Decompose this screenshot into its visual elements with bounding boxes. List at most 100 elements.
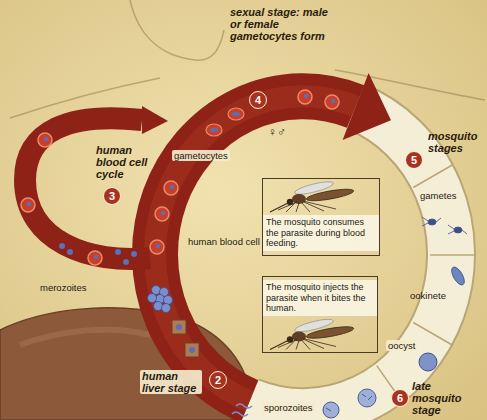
burst-oocyst <box>326 394 372 411</box>
stage-label: ookinete <box>410 290 446 301</box>
blood-cell <box>298 90 312 104</box>
stage-heading: late mosquito stage <box>412 380 478 416</box>
human-sketch <box>130 0 224 60</box>
stage-label: gametes <box>420 190 456 201</box>
stage-label: gametocytes <box>172 150 230 161</box>
blood-cycle-loop <box>25 118 150 259</box>
liver-merozoite-cluster <box>148 294 157 303</box>
stage-heading: sexual stage: male or female gametocytes… <box>230 6 334 42</box>
oocyst-shape <box>419 353 437 371</box>
callout-number: 5 <box>411 155 417 166</box>
stage-label: merozoites <box>40 282 86 293</box>
note-text: The mosquito consumes the parasite durin… <box>263 215 379 251</box>
callout-circle: 6 <box>391 389 409 407</box>
merozoite <box>59 243 137 265</box>
sex-symbol: ♀♂ <box>268 126 286 139</box>
stage-label: human blood cell <box>188 236 240 247</box>
blood-cell <box>155 207 169 221</box>
callout-circle: 3 <box>103 187 121 205</box>
note-box: The mosquito injects the parasite when i… <box>262 276 378 353</box>
stage-heading: human liver stage <box>140 370 202 394</box>
liver-parasite <box>176 324 195 353</box>
stage-heading: human blood cell cycle <box>96 144 158 180</box>
liver-merozoite-cluster <box>154 302 163 311</box>
gamete <box>454 227 462 233</box>
stage-label: oocyst <box>386 340 417 351</box>
merozoite <box>59 243 65 249</box>
band-divider <box>430 254 476 256</box>
stage-label: sporozoites <box>262 402 315 413</box>
stage-label: gametocytes <box>172 150 230 161</box>
merozoite <box>67 249 73 255</box>
gamete <box>422 217 467 234</box>
band-divider <box>377 366 404 404</box>
band-arrowhead <box>343 73 391 140</box>
callout-circle: 2 <box>209 371 227 389</box>
liver-merozoite-cluster <box>162 304 171 313</box>
blood-cell <box>164 181 178 195</box>
stage-label: gametes <box>420 190 456 201</box>
stage-heading: mosquito stages <box>428 130 484 154</box>
band-divider <box>377 165 476 404</box>
burst-oocyst <box>323 402 339 418</box>
stage-label: oocyst <box>386 340 417 351</box>
mosquito-illustration <box>270 317 354 350</box>
stage-heading: late mosquito stage <box>412 380 478 416</box>
stage-label: ookinete <box>410 290 446 301</box>
liver-cell <box>185 343 199 357</box>
sporozoite-squiggle <box>232 404 252 416</box>
sex-symbol: ♀♂ <box>268 126 286 139</box>
sporozoite-squiggle <box>236 404 252 408</box>
gamete <box>422 217 441 226</box>
gametocyte <box>206 108 244 136</box>
mosquito-illustration <box>270 179 354 212</box>
mosquito-illustration <box>270 317 354 350</box>
merozoite <box>115 249 121 255</box>
stage-label: merozoites <box>40 282 86 293</box>
liver-highlight <box>20 330 150 345</box>
callout-circle: 4 <box>249 91 267 109</box>
merozoite <box>131 251 137 257</box>
mosquito-band-rim <box>250 107 452 413</box>
blood-cell <box>88 251 102 265</box>
stage-label: human blood cell <box>188 236 240 247</box>
liver-parasite <box>176 324 182 330</box>
liver-cell <box>172 320 186 334</box>
blood-cell <box>325 95 339 109</box>
liver-cell <box>172 320 199 357</box>
gamete <box>448 225 467 234</box>
stage-heading: human blood cell cycle <box>96 144 158 180</box>
gametocyte <box>228 108 244 120</box>
liver-merozoite-cluster <box>152 286 161 295</box>
ookinete-shape <box>449 265 467 287</box>
callout-number: 4 <box>255 95 261 106</box>
gametocyte <box>206 124 222 136</box>
blood-cell <box>21 198 35 212</box>
callout-circle: 5 <box>405 151 423 169</box>
callout-number: 3 <box>109 191 115 202</box>
note-box: The mosquito consumes the parasite durin… <box>262 178 380 256</box>
sporozoite-squiggle <box>232 412 248 416</box>
liver-merozoite-cluster <box>164 296 173 305</box>
blood-cell <box>150 240 164 254</box>
burst-oocyst <box>323 389 376 418</box>
note-text: The mosquito injects the parasite when i… <box>263 280 377 316</box>
stage-heading: human liver stage <box>140 370 202 394</box>
stage-label: sporozoites <box>262 402 315 413</box>
loop-arrowhead <box>142 106 168 134</box>
burst-oocyst <box>358 389 376 407</box>
callout-number: 2 <box>215 375 221 386</box>
mosquito-illustration <box>270 179 354 212</box>
stage-heading: mosquito stages <box>428 130 484 154</box>
merozoite <box>123 259 129 265</box>
stage-heading: sexual stage: male or female gametocytes… <box>230 6 334 42</box>
band-divider <box>413 165 453 188</box>
liver-parasite <box>189 347 195 353</box>
blood-cell <box>38 133 52 147</box>
liver-merozoite-cluster <box>148 286 173 313</box>
mosquito-band <box>250 107 452 413</box>
callout-number: 6 <box>397 393 403 404</box>
